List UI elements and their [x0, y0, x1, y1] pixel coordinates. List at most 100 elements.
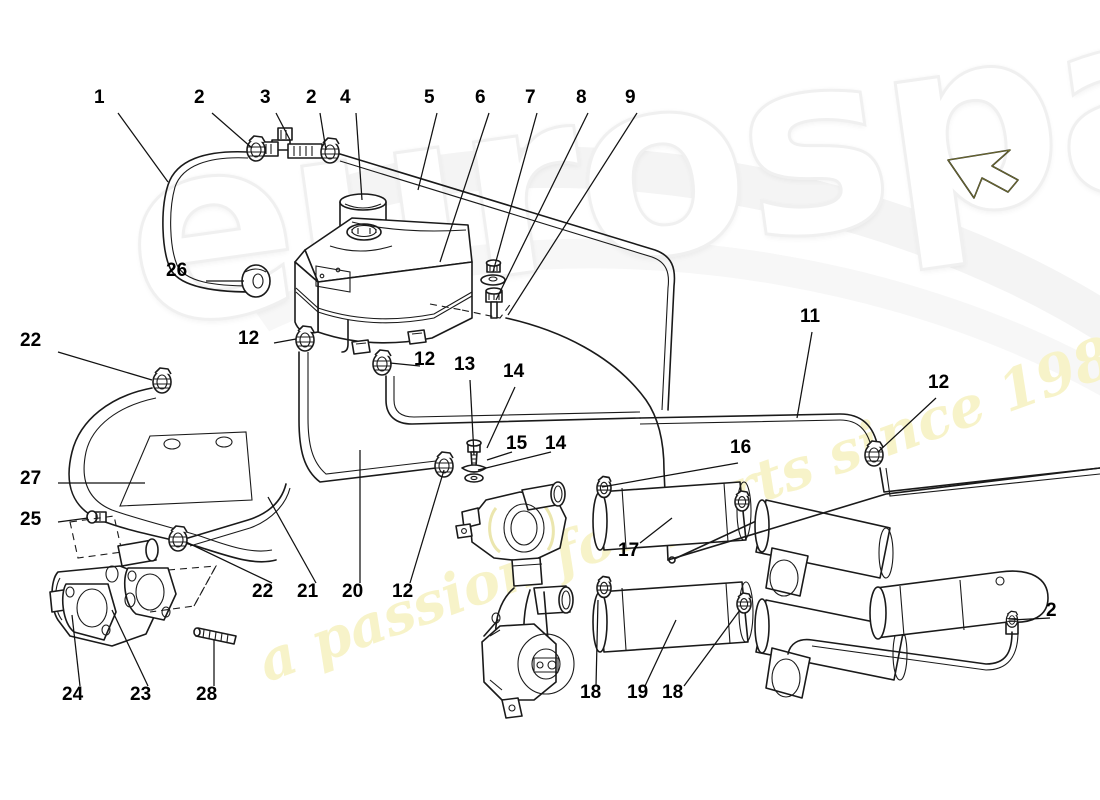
callout-number-14-c14a: 14 — [503, 361, 525, 382]
washer-part-8 — [480, 274, 506, 286]
clamp-part-12-second — [372, 349, 392, 376]
hose-part-20 — [298, 351, 437, 483]
callout-number-22-c22b: 22 — [252, 581, 274, 602]
plate-part-27 — [119, 431, 253, 507]
callout-number-22-c22a: 22 — [20, 330, 42, 351]
hose-part-11 — [639, 413, 879, 451]
callout-leader-7-c7 — [492, 112, 538, 273]
callout-number-2-c2c: 2 — [1046, 600, 1057, 621]
hose-tail-bottom-right — [787, 631, 1019, 671]
callout-number-27-c27: 27 — [20, 468, 42, 489]
callout-number-21-c21: 21 — [297, 581, 319, 602]
callout-leader-14-c14a — [486, 386, 516, 449]
callout-leader-12-c12d — [409, 469, 445, 584]
valve-part-9 — [485, 287, 503, 319]
callout-leader-17-c17 — [639, 517, 673, 544]
thermostat-flange-part-24 — [49, 538, 177, 647]
callout-leader-22-c22a — [57, 351, 153, 381]
callout-number-4-c4: 4 — [340, 87, 351, 108]
callout-leader-16-c16 — [601, 462, 739, 488]
callout-leader-18-c18b — [683, 609, 741, 687]
guide-dashes-bolt-25 — [69, 515, 123, 559]
hose-right-outer — [869, 570, 1049, 640]
callout-number-19-c19: 19 — [627, 682, 649, 703]
arrow-cursor[interactable] — [947, 149, 1019, 200]
expansion-tank-part-6 — [294, 217, 473, 355]
assembly-guide-dashes-1 — [461, 301, 513, 319]
callout-number-17-c17: 17 — [618, 540, 640, 561]
hose-part-9 — [505, 317, 669, 561]
clamp-part-22-upper — [152, 367, 172, 394]
callout-leader-2-c2c — [1009, 617, 1051, 621]
callout-leader-1-c1 — [117, 112, 169, 183]
hose-part-1 — [162, 150, 253, 293]
callout-leader-3-c3 — [275, 112, 291, 141]
callout-number-18-c18a: 18 — [580, 682, 602, 703]
callout-number-3-c3: 3 — [260, 87, 271, 108]
callout-leader-4-c4 — [355, 112, 363, 201]
hose-part-5 — [339, 153, 676, 411]
callout-leader-8-c8 — [495, 112, 589, 301]
callout-number-8-c8: 8 — [576, 87, 587, 108]
callout-leader-25-c25 — [57, 517, 89, 523]
callout-leader-24-c24 — [71, 614, 81, 687]
callout-leader-11-c11 — [796, 331, 813, 419]
callout-number-16-c16: 16 — [730, 437, 752, 458]
callout-leader-5-c5 — [417, 112, 438, 191]
hose-part-19 — [592, 581, 754, 653]
callout-leader-2-c2a — [211, 112, 253, 149]
hose-lower-right — [754, 598, 908, 699]
bolt-part-25 — [86, 510, 107, 524]
callout-leader-22-c22b — [185, 541, 273, 584]
clamp-part-16-right — [734, 490, 750, 512]
callout-leader-13-c13 — [469, 379, 475, 456]
hose-part-21 — [385, 375, 641, 425]
assembly-guide-dashes-2 — [429, 303, 463, 311]
clamp-part-12-pump — [434, 451, 454, 478]
callout-number-2-c2a: 2 — [194, 87, 205, 108]
clamp-part-22-lower — [168, 525, 188, 552]
callout-leader-23-c23 — [111, 609, 149, 687]
grommet-part-26 — [241, 264, 271, 298]
callout-leader-19-c19 — [644, 619, 677, 687]
callout-number-13-c13: 13 — [454, 354, 476, 375]
callout-number-15-c15: 15 — [506, 433, 528, 454]
callout-leader-6-c6 — [439, 112, 490, 263]
callout-leader-9-c9 — [507, 112, 638, 316]
clamp-part-18-right — [736, 592, 752, 614]
water-pump-assembly — [455, 481, 575, 719]
callout-number-12-c12d: 12 — [392, 581, 414, 602]
callout-number-18-c18b: 18 — [662, 682, 684, 703]
callout-number-12-c12c: 12 — [928, 372, 950, 393]
callout-number-28-c28: 28 — [196, 684, 218, 705]
callout-leader-14-c14b — [477, 451, 552, 471]
callout-leader-15-c15 — [486, 451, 513, 461]
callout-number-23-c23: 23 — [130, 684, 152, 705]
callout-number-9-c9: 9 — [625, 87, 636, 108]
callout-leader-18-c18a — [595, 599, 599, 687]
tee-fitting-part-3 — [261, 127, 323, 159]
callout-number-5-c5: 5 — [424, 87, 435, 108]
callout-number-12-c12b: 12 — [414, 349, 436, 370]
callout-number-11-c11: 11 — [800, 306, 821, 327]
callout-number-2-c2b: 2 — [306, 87, 317, 108]
callout-number-6-c6: 6 — [475, 87, 486, 108]
callout-leader-2-c2b — [319, 112, 327, 151]
callout-leader-12-c12c — [877, 397, 937, 453]
guide-dashes-gaskets — [149, 565, 217, 613]
hose-right-long-edge — [667, 467, 1100, 561]
callout-number-7-c7: 7 — [525, 87, 536, 108]
callout-number-14-c14b: 14 — [545, 433, 567, 454]
callout-number-20-c20: 20 — [342, 581, 364, 602]
clamp-part-12-tank — [295, 325, 315, 352]
clamp-part-18-left — [596, 575, 612, 599]
clamp-part-2-left — [246, 135, 266, 162]
callout-leader-21-c21 — [267, 496, 317, 584]
callout-number-12-c12a: 12 — [238, 328, 260, 349]
hose-upper-right — [754, 499, 894, 597]
callout-leader-12-c12a — [273, 338, 297, 344]
hose-part-17 — [592, 481, 752, 551]
callout-number-25-c25: 25 — [20, 509, 42, 530]
